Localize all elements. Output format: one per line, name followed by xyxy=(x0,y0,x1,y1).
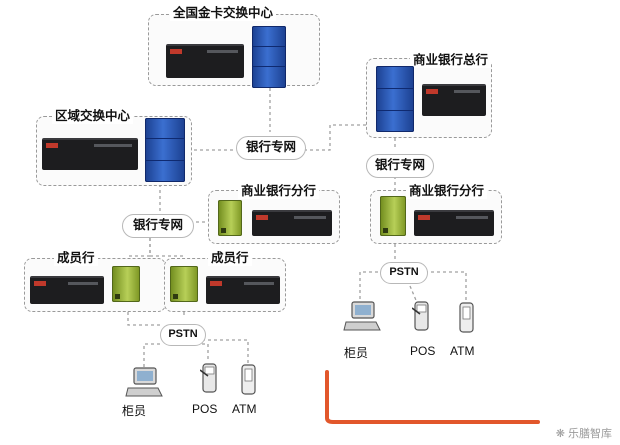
pos-terminal-icon xyxy=(200,363,217,393)
paw-icon: ❋ xyxy=(555,427,565,440)
computer-icon xyxy=(343,301,381,331)
blue-switch-cube-icon xyxy=(376,66,414,132)
pos-label-left: POS xyxy=(192,402,218,416)
rack-server-icon xyxy=(30,276,104,304)
bank-network-cloud-left: 银行专网 xyxy=(122,214,194,238)
green-tower-server-icon xyxy=(170,266,198,302)
pos-label-right: POS xyxy=(410,344,436,358)
member-bank-b-label: 成员行 xyxy=(208,250,252,266)
green-tower-server-icon xyxy=(380,196,406,236)
bank-network-cloud-main: 银行专网 xyxy=(236,136,306,160)
blue-switch-cube-icon xyxy=(145,118,185,182)
counter-label-right: 柜员 xyxy=(344,346,369,360)
rack-server-icon xyxy=(252,210,332,236)
pos-terminal-icon xyxy=(412,301,429,331)
branch-left-label: 商业银行分行 xyxy=(238,183,320,199)
atm-icon xyxy=(459,302,474,333)
pstn-cloud-right: PSTN xyxy=(380,262,428,284)
branch-right-label: 商业银行分行 xyxy=(406,183,488,199)
pstn-cloud-left: PSTN xyxy=(160,324,206,346)
computer-icon xyxy=(125,367,163,397)
blue-switch-cube-icon xyxy=(252,26,286,88)
hq-label: 商业银行总行 xyxy=(410,52,492,68)
national-center-label: 全国金卡交换中心 xyxy=(170,5,277,21)
rack-server-icon xyxy=(42,138,138,170)
green-tower-server-icon xyxy=(218,200,242,236)
atm-label-right: ATM xyxy=(450,344,475,358)
green-tower-server-icon xyxy=(112,266,140,302)
atm-icon xyxy=(241,364,256,395)
member-bank-a-label: 成员行 xyxy=(54,250,98,266)
rack-server-icon xyxy=(206,276,280,304)
rack-server-icon xyxy=(414,210,494,236)
watermark: ❋乐膳智库 xyxy=(556,425,612,441)
regional-center-label: 区域交换中心 xyxy=(52,108,134,124)
bank-network-cloud-right: 银行专网 xyxy=(366,154,434,178)
watermark-text: 乐膳智库 xyxy=(568,427,612,440)
accent-line xyxy=(325,370,540,424)
atm-label-left: ATM xyxy=(232,402,257,416)
rack-server-icon xyxy=(422,84,486,116)
counter-label-left: 柜员 xyxy=(122,404,147,418)
rack-server-icon xyxy=(166,44,244,78)
